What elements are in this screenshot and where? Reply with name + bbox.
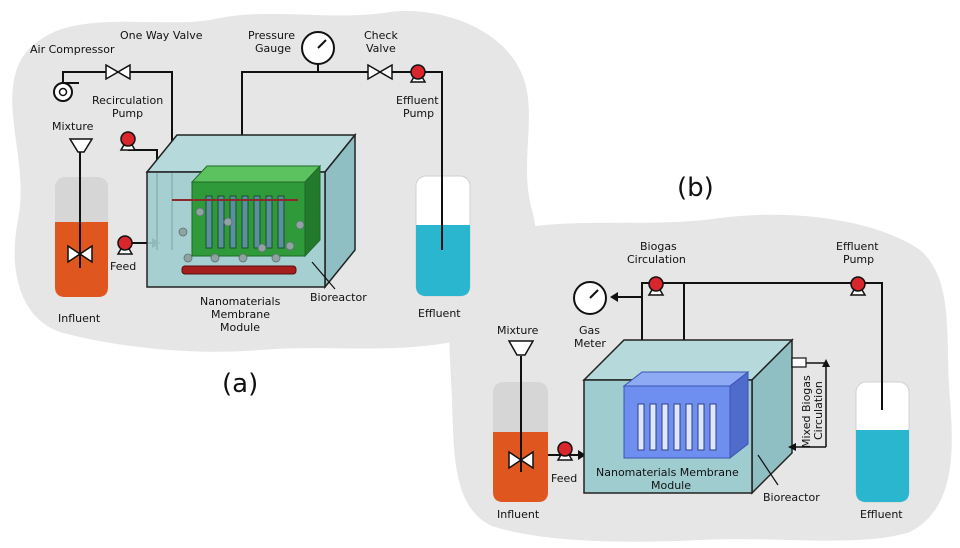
one-way-valve-label: One Way Valve xyxy=(120,29,203,42)
mixer-valve-b-icon xyxy=(508,450,534,470)
biogas-outlet-port xyxy=(791,357,807,368)
feed-pump-b-icon xyxy=(556,441,574,461)
check-valve-icon xyxy=(367,63,393,81)
air-compressor-icon xyxy=(53,82,79,102)
effluent-pump-b-label-2: Pump xyxy=(843,253,874,266)
membrane-module-a xyxy=(172,164,322,258)
valve-label: Valve xyxy=(366,42,396,55)
mixer-valve-icon xyxy=(67,244,93,264)
module-label-3: Module xyxy=(220,321,260,334)
recirculation-label: Recirculation xyxy=(92,94,163,107)
gas-label: Gas xyxy=(579,324,600,337)
feed-pump-icon xyxy=(116,235,134,255)
bioreactor-b-label: Bioreactor xyxy=(763,491,820,504)
mixed-biogas-label-1: Mixed Biogas xyxy=(800,375,813,448)
effluent-pump-b-icon xyxy=(849,276,867,296)
panel-a-tag: (a) xyxy=(222,369,258,399)
module-b-label-1: Nanomaterials Membrane xyxy=(596,466,739,479)
influent-b-label: Influent xyxy=(497,508,540,521)
pressure-label: Pressure xyxy=(248,29,295,42)
panel-b: (b) xyxy=(493,173,910,521)
influent-label: Influent xyxy=(58,312,101,325)
gauge-label: Gauge xyxy=(255,42,291,55)
meter-label: Meter xyxy=(574,337,606,350)
mixture-b-label: Mixture xyxy=(497,324,539,337)
biogas-label-2: Circulation xyxy=(627,253,686,266)
feed-b-label: Feed xyxy=(551,472,577,485)
aeration-bubbles xyxy=(178,207,305,263)
mixed-biogas-loop xyxy=(792,362,827,448)
one-way-valve-icon xyxy=(105,63,131,81)
effluent-label: Effluent xyxy=(418,307,461,320)
effluent-pump-icon xyxy=(409,64,427,83)
bioreactor-label: Bioreactor xyxy=(310,291,367,304)
mixed-biogas-label-2: Circulation xyxy=(812,381,825,440)
module-b-label-2: Module xyxy=(651,479,691,492)
pressure-gauge-icon xyxy=(301,31,335,72)
influent-beaker xyxy=(55,177,108,297)
air-compressor-label: Air Compressor xyxy=(30,43,115,56)
effluent-b-label: Effluent xyxy=(860,508,903,521)
effluent-pump-b-label-1: Effluent xyxy=(836,240,879,253)
panel-b-tag: (b) xyxy=(677,173,714,203)
biogas-label-1: Biogas xyxy=(640,240,677,253)
effluent-pump-label-2: Pump xyxy=(403,107,434,120)
mixture-funnel-b-icon xyxy=(507,340,535,356)
check-label: Check xyxy=(364,29,398,42)
feed-label: Feed xyxy=(110,260,136,273)
recirculation-pump-icon xyxy=(119,131,137,151)
air-diffuser xyxy=(181,265,297,275)
module-label-2: Membrane xyxy=(211,308,270,321)
mixture-label: Mixture xyxy=(52,120,94,133)
panel-a: Air Compressor One Way Valve Pressure Ga… xyxy=(30,29,471,399)
module-label-1: Nanomaterials xyxy=(200,295,281,308)
mixture-funnel-icon xyxy=(68,138,94,153)
biogas-pump-icon xyxy=(647,276,665,296)
gas-meter-icon xyxy=(573,281,607,315)
recirculation-pump-label: Pump xyxy=(112,107,143,120)
membrane-module-b xyxy=(622,370,750,460)
effluent-pump-label-1: Effluent xyxy=(396,94,439,107)
effluent-beaker-b xyxy=(855,381,910,503)
